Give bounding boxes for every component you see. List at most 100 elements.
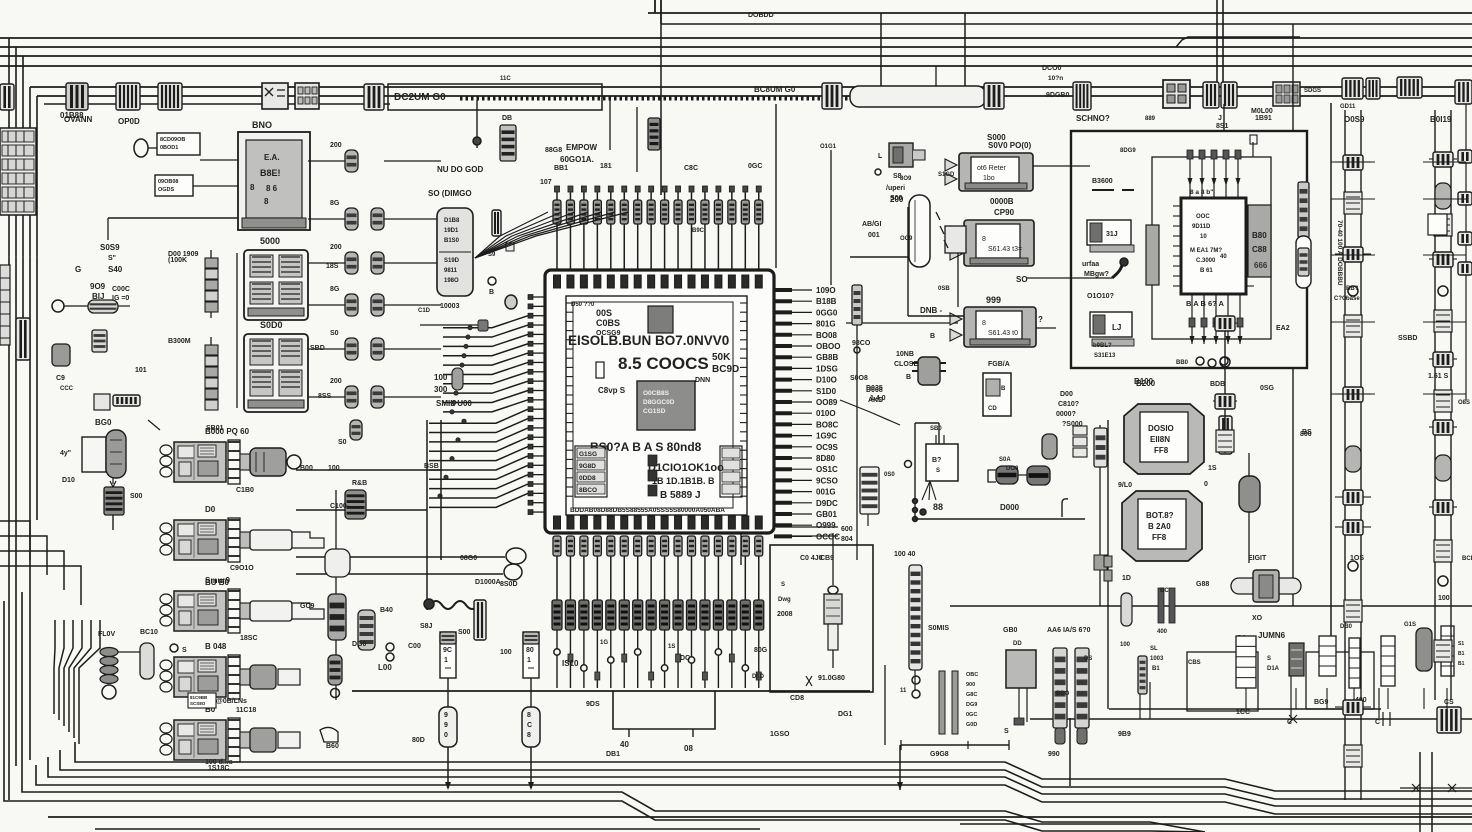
svg-text:9O9: 9O9 xyxy=(90,282,106,291)
svg-text:GB8B: GB8B xyxy=(816,353,838,362)
svg-text:600: 600 xyxy=(841,526,853,533)
svg-text:B80: B80 xyxy=(1252,231,1267,240)
svg-text:2008: 2008 xyxy=(777,611,793,618)
svg-text:S0MIS: S0MIS xyxy=(928,625,949,632)
svg-text:C?O: C?O xyxy=(1334,296,1347,302)
svg-text:0S0: 0S0 xyxy=(884,472,895,478)
svg-text:O999: O999 xyxy=(816,521,836,530)
svg-text:B0: B0 xyxy=(205,705,216,714)
svg-text:S0: S0 xyxy=(330,330,339,337)
svg-text:100: 100 xyxy=(1438,595,1450,602)
svg-text:D9DC: D9DC xyxy=(816,499,838,508)
svg-text:BDDAB08D88DB5S88555A0SSS5S8000: BDDAB08D88DB5S88555A0SSS5S80000A050ABA xyxy=(570,507,725,514)
svg-text:5000: 5000 xyxy=(260,236,280,246)
svg-text:SDGS: SDGS xyxy=(1304,88,1321,94)
svg-text:D1000A: D1000A xyxy=(475,579,501,586)
svg-text:S0S9: S0S9 xyxy=(100,243,120,252)
svg-text:Smur9: Smur9 xyxy=(205,576,230,585)
svg-text:/uperi: /uperi xyxy=(886,185,905,192)
svg-text:11C: 11C xyxy=(500,76,511,82)
svg-text:0SG: 0SG xyxy=(1260,385,1275,392)
svg-text:9: 9 xyxy=(444,722,448,729)
svg-text:98CO: 98CO xyxy=(852,340,871,347)
svg-text:D000: D000 xyxy=(1000,503,1020,512)
svg-text:LJ: LJ xyxy=(1112,323,1121,332)
svg-text:1B 1D.1B1B. B: 1B 1D.1B1B. B xyxy=(652,476,715,486)
svg-text:G8C: G8C xyxy=(966,692,977,698)
svg-text:C: C xyxy=(1287,719,1292,726)
svg-text:S00: S00 xyxy=(890,195,903,202)
svg-text:DD: DD xyxy=(1013,641,1022,647)
svg-text:SBD: SBD xyxy=(310,345,325,352)
svg-text:1GSO: 1GSO xyxy=(770,731,790,738)
svg-text:D8GGC0D: D8GGC0D xyxy=(643,399,675,406)
svg-text:9C: 9C xyxy=(443,647,452,654)
svg-text:S0V0 PO(0): S0V0 PO(0) xyxy=(988,141,1031,150)
svg-text:O1G1: O1G1 xyxy=(820,144,837,150)
svg-text:CBS: CBS xyxy=(1188,660,1201,666)
svg-text:00S: 00S xyxy=(596,308,612,318)
svg-text:E.A.: E.A. xyxy=(264,153,280,162)
svg-text:EA2: EA2 xyxy=(1276,325,1290,332)
svg-text:BC8UM G0: BC8UM G0 xyxy=(754,85,796,94)
svg-text:J: J xyxy=(1218,115,1222,122)
svg-text:MBgw?: MBgw? xyxy=(1084,271,1109,278)
svg-text:1bo: 1bo xyxy=(983,175,995,182)
svg-text:B3600: B3600 xyxy=(1092,178,1113,185)
svg-text:EII8N: EII8N xyxy=(1150,435,1170,444)
svg-text:0DD8: 0DD8 xyxy=(579,475,596,482)
svg-text:8G: 8G xyxy=(330,200,340,207)
svg-text:b9BL?: b9BL? xyxy=(1093,343,1112,349)
svg-text:8: 8 xyxy=(527,712,531,719)
svg-text:001G: 001G xyxy=(816,488,836,497)
svg-text:200: 200 xyxy=(330,142,342,149)
svg-text:0GC: 0GC xyxy=(748,163,762,170)
svg-text:200: 200 xyxy=(330,378,342,385)
svg-text:DG0: DG0 xyxy=(1006,466,1019,472)
svg-text:G0D: G0D xyxy=(966,722,977,728)
svg-text:9CSO: 9CSO xyxy=(816,476,838,485)
svg-text:0000B: 0000B xyxy=(990,197,1014,206)
svg-text:S: S xyxy=(182,647,187,654)
svg-text:S: S xyxy=(1004,728,1009,735)
svg-text:9DS: 9DS xyxy=(586,701,600,708)
svg-text:C0 4J0: C0 4J0 xyxy=(800,555,823,562)
svg-text:400: 400 xyxy=(1157,629,1168,635)
svg-text:JUMN6: JUMN6 xyxy=(1258,631,1286,640)
svg-text:C88: C88 xyxy=(1252,245,1267,254)
svg-text:88: 88 xyxy=(933,502,943,512)
svg-text:0000?: 0000? xyxy=(1056,411,1076,418)
svg-text:BB0: BB0 xyxy=(1176,360,1189,366)
svg-text:D0: D0 xyxy=(205,505,216,514)
svg-text:8DG9: 8DG9 xyxy=(1120,148,1136,154)
svg-text:NU DO GOD: NU DO GOD xyxy=(437,165,483,174)
svg-text:DOSIO: DOSIO xyxy=(1148,424,1174,433)
svg-text:BG0: BG0 xyxy=(95,418,112,427)
svg-text:B8E!: B8E! xyxy=(260,168,281,178)
svg-text:0GG0: 0GG0 xyxy=(816,308,838,317)
svg-text:Dwg: Dwg xyxy=(778,597,791,603)
svg-text:OOC: OOC xyxy=(1196,214,1210,220)
svg-text:198O: 198O xyxy=(444,278,459,284)
svg-text:D1A: D1A xyxy=(1267,666,1280,672)
svg-text:109O: 109O xyxy=(816,286,836,295)
svg-text:80G: 80G xyxy=(754,647,768,654)
svg-text:C00C: C00C xyxy=(112,286,130,293)
svg-text:B: B xyxy=(906,374,911,381)
svg-text:CG1SD: CG1SD xyxy=(643,408,666,415)
svg-text:8: 8 xyxy=(982,320,986,327)
svg-text:0GC: 0GC xyxy=(966,712,977,718)
svg-text:S8: S8 xyxy=(893,173,902,180)
svg-text:999: 999 xyxy=(986,295,1001,305)
svg-text:XO: XO xyxy=(1252,615,1263,622)
svg-text:9: 9 xyxy=(444,712,448,719)
svg-text:D008: D008 xyxy=(866,387,883,394)
svg-text:C8C: C8C xyxy=(684,165,698,172)
svg-text:S1GD: S1GD xyxy=(938,172,955,178)
svg-text:8BCO: 8BCO xyxy=(579,487,597,494)
svg-text:200: 200 xyxy=(330,244,342,251)
svg-text:11: 11 xyxy=(900,688,907,694)
svg-text:50K: 50K xyxy=(712,352,731,363)
svg-text:OGDS: OGDS xyxy=(158,187,175,193)
svg-text:S: S xyxy=(781,582,785,588)
